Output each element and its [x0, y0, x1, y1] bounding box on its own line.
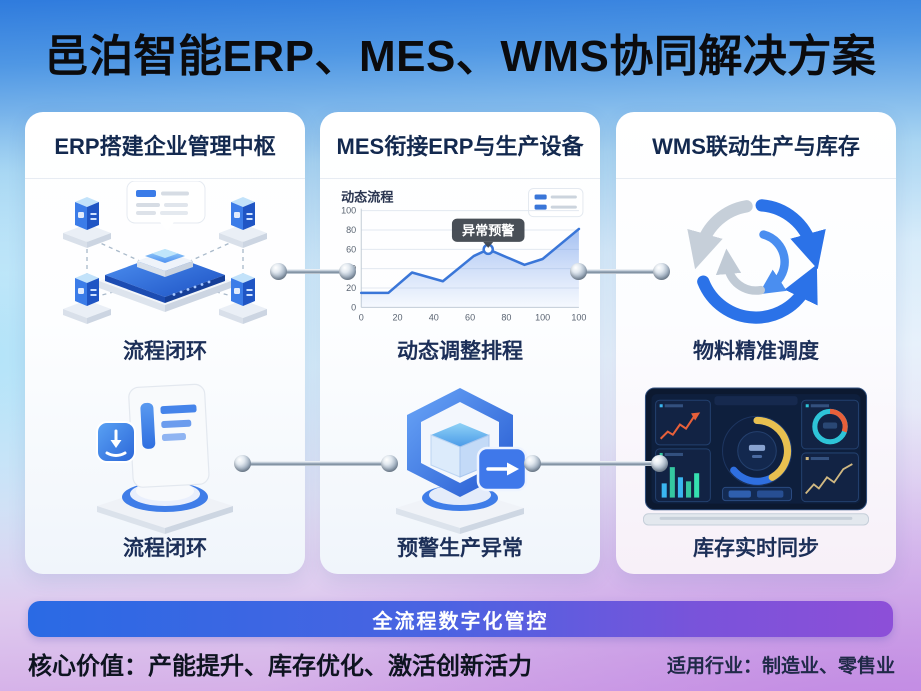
gauge-panel	[722, 415, 793, 486]
column-wms-header: WMS联动生产与库存	[616, 112, 896, 179]
schedule-chart-svg: 动态流程 0 20 40 60 80 100 0 20 40 60 80 100 100	[341, 187, 587, 322]
svg-text:20: 20	[392, 312, 402, 322]
chart-line	[359, 227, 581, 295]
svg-text:0: 0	[351, 302, 356, 312]
wms-bottom-label: 库存实时同步	[693, 537, 819, 560]
mes-top-label: 动态调整排程	[397, 340, 523, 363]
arrow-badge-icon	[476, 446, 528, 492]
wms-cell-bottom: 库存实时同步	[616, 376, 896, 573]
svg-text:100: 100	[535, 312, 550, 322]
hub-platform-icon	[99, 249, 231, 312]
line-chart-panel	[801, 452, 859, 503]
svg-text:60: 60	[346, 244, 356, 254]
dashboard-buttons	[722, 486, 793, 502]
chart-title: 动态流程	[341, 189, 393, 205]
chart-xticks: 0 20 40 60 80 100 100	[359, 312, 587, 322]
erp-cell-bottom: 流程闭环	[25, 376, 305, 573]
industries-text: 适用行业：制造业、零售业	[666, 656, 895, 677]
mes-cell-bottom: 预警生产异常	[320, 376, 600, 573]
column-erp: ERP搭建企业管理中枢	[25, 112, 305, 574]
core-value-text: 核心价值：产能提升、库存优化、激活创新活力	[28, 653, 532, 680]
document-icon	[128, 383, 210, 488]
mes-bottom-label: 预警生产异常	[397, 537, 523, 560]
chart-legend-icon	[528, 187, 584, 218]
svg-text:20: 20	[346, 283, 356, 293]
svg-text:60: 60	[465, 312, 475, 322]
svg-text:80: 80	[346, 225, 356, 235]
erp-bottom-label: 流程闭环	[123, 537, 207, 560]
connector-rod	[270, 263, 356, 281]
server-icon	[219, 197, 267, 248]
page-title: 邑泊智能ERP、MES、WMS协同解决方案	[44, 32, 877, 81]
network-hub-icon	[63, 181, 267, 324]
sync-arrows-icon	[687, 199, 826, 324]
chart-area	[361, 228, 579, 308]
alert-tooltip-label: 异常预警	[462, 222, 515, 238]
speech-bubble-icon	[126, 181, 206, 231]
cube-pedestal-icon	[396, 388, 528, 534]
svg-text:0: 0	[359, 312, 364, 322]
document-pedestal-icon	[96, 383, 233, 534]
svg-text:80: 80	[501, 312, 511, 322]
column-mes-header: MES衔接ERP与生产设备	[320, 112, 600, 179]
connector-rod	[234, 455, 398, 473]
dashboard-monitor-icon	[643, 387, 869, 526]
bar-chart-panel	[655, 448, 711, 503]
badge-icon	[96, 421, 136, 463]
svg-text:100: 100	[571, 312, 586, 322]
bottom-banner: 全流程数字化管控	[28, 601, 893, 637]
svg-text:100: 100	[341, 206, 356, 216]
erp-cell-top: 流程闭环	[25, 179, 305, 376]
trend-up-panel	[655, 399, 711, 446]
wms-cell-top: 物料精准调度	[616, 179, 896, 376]
column-erp-header: ERP搭建企业管理中枢	[25, 112, 305, 179]
alert-tooltip: 异常预警	[451, 218, 525, 248]
server-icon	[63, 197, 111, 248]
wms-top-label: 物料精准调度	[693, 340, 819, 363]
donut-panel	[801, 399, 859, 450]
column-mes: MES衔接ERP与生产设备 动态流程	[320, 112, 600, 574]
connector-rod	[570, 263, 670, 281]
connector-rod	[524, 455, 668, 473]
svg-text:40: 40	[429, 312, 439, 322]
erp-top-label: 流程闭环	[123, 340, 207, 363]
column-wms: WMS联动生产与库存 物料精准调度	[616, 112, 896, 574]
mes-cell-top: 动态流程 0 20 40 60 80 100 0 20 40 60 80 100 100	[320, 179, 600, 376]
